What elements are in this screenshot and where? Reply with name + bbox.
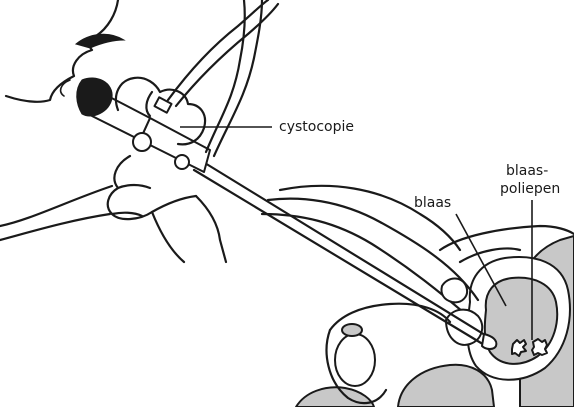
light-cable xyxy=(168,0,268,100)
lower-finger-1 xyxy=(118,185,150,188)
lower-finger-2 xyxy=(112,213,142,216)
polyp-2 xyxy=(532,339,547,355)
testis xyxy=(335,334,375,386)
pelvis-anatomy xyxy=(262,186,574,407)
epididymis xyxy=(342,324,362,336)
wrist-lower-2 xyxy=(152,212,184,262)
label-cystoscope: cystocopie xyxy=(279,119,354,135)
forearm-2 xyxy=(0,186,112,226)
irrigation-tube xyxy=(206,0,245,152)
label-polyps-2: poliepen xyxy=(500,181,560,197)
irrigation-tube-2 xyxy=(214,0,262,156)
wrist-lower xyxy=(196,196,226,262)
label-polyps-1: blaas- xyxy=(506,163,548,179)
forearm xyxy=(0,214,110,240)
cystoscope-knob xyxy=(133,133,151,151)
gland xyxy=(441,279,467,303)
light-cable-2 xyxy=(176,4,278,106)
label-bladder: blaas xyxy=(414,195,451,211)
physician xyxy=(0,0,226,262)
eyebrow xyxy=(76,34,124,48)
upper-thumb xyxy=(146,92,152,116)
pubic-bone xyxy=(398,365,494,407)
cystoscope-instrument xyxy=(77,0,497,349)
cystoscope-valve xyxy=(175,155,189,169)
